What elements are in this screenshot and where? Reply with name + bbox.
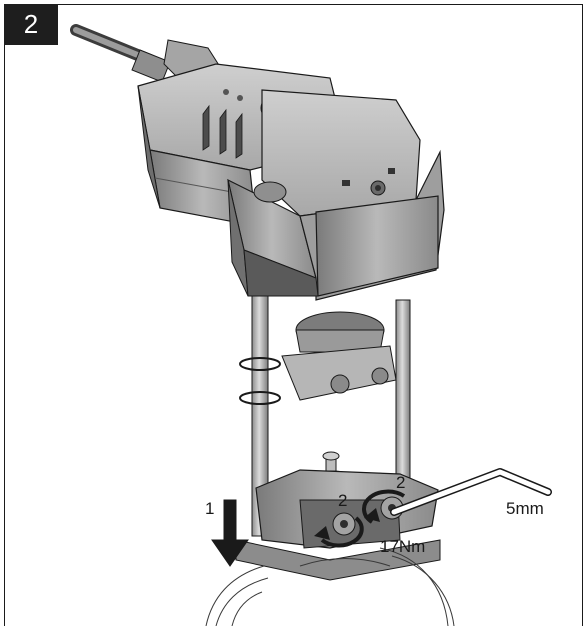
callout-step-1: 1 [205, 499, 214, 518]
push-down-arrow [211, 499, 249, 567]
callout-step-2-right: 2 [396, 473, 405, 492]
yoke-columns [239, 295, 411, 537]
tighten-arrow-right [362, 489, 406, 524]
step-number-badge: 2 [4, 4, 58, 45]
actuator-front-housing [227, 89, 445, 301]
hex-key [390, 468, 552, 516]
figure-frame [4, 4, 583, 626]
valve-body [205, 547, 455, 626]
hex-key-size-label: 5mm [506, 499, 544, 518]
callout-step-2-left: 2 [338, 491, 347, 510]
torque-label: 17Nm [380, 537, 425, 556]
tighten-arrow-left [314, 516, 364, 548]
